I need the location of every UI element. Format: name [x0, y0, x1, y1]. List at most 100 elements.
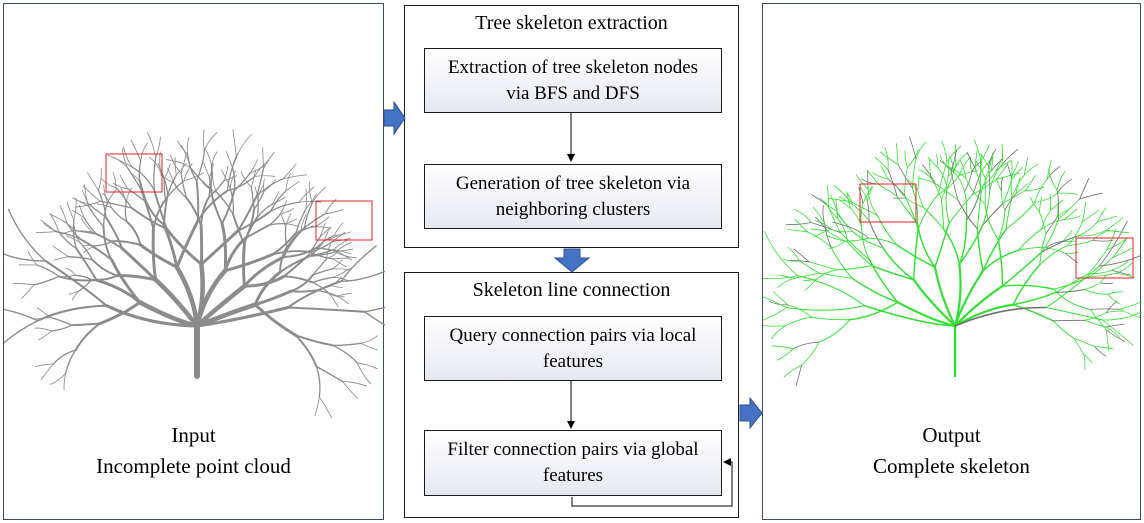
tree-branch	[115, 274, 158, 282]
tree-branch	[1105, 323, 1125, 328]
tree-branch	[333, 239, 348, 250]
extraction-step-nodes: Extraction of tree skeleton nodes via BF…	[424, 48, 722, 113]
tree-branch	[308, 239, 325, 257]
tree-branch	[165, 159, 191, 168]
tree-branch	[884, 147, 889, 171]
tree-branch	[1097, 207, 1107, 223]
tree-branch	[1052, 319, 1086, 322]
tree-branch	[1038, 196, 1042, 213]
tree-branch	[1077, 229, 1107, 237]
tree-branch	[976, 193, 982, 230]
connection-group-title: Skeleton line connection	[472, 279, 671, 301]
tree-branch	[1111, 269, 1132, 276]
tree-branch	[1105, 326, 1120, 338]
tree-branch	[194, 268, 228, 329]
tree-branch	[814, 220, 832, 230]
tree-branch	[305, 188, 307, 210]
tree-branch	[990, 158, 1003, 172]
tree-branch	[287, 306, 366, 313]
tree-branch	[153, 277, 200, 329]
tree-branch	[1083, 353, 1086, 371]
output-title: Output	[922, 423, 981, 447]
tree-branch	[896, 244, 936, 269]
input-title: Input	[171, 423, 216, 447]
tree-branch	[303, 213, 326, 229]
tree-branch	[267, 212, 282, 227]
tree-branch	[905, 197, 924, 208]
tree-branch	[763, 325, 786, 327]
tree-branch	[976, 227, 984, 272]
tree-branch	[971, 161, 982, 173]
tree-branch	[912, 158, 917, 189]
tree-branch	[941, 140, 948, 163]
tree-branch	[83, 217, 98, 235]
tree-branch	[1098, 220, 1128, 267]
tree-branch	[298, 186, 315, 203]
tree-branch	[81, 190, 89, 205]
tree-branch	[120, 187, 127, 203]
tree-branch	[1090, 308, 1120, 310]
tree-branch	[1055, 273, 1089, 293]
tree-branch	[102, 201, 109, 228]
tree-branch	[861, 226, 871, 261]
tree-branch	[897, 164, 913, 189]
tree-branch	[850, 208, 862, 228]
tree-branch	[82, 185, 101, 202]
block-arrow-connection-to-output	[739, 396, 763, 430]
block-arrow-input-to-extraction	[383, 100, 406, 136]
tree-branch	[937, 175, 960, 195]
tree-branch	[942, 228, 961, 265]
tree-branch	[249, 159, 258, 174]
tree-branch	[1045, 217, 1058, 235]
tree-branch	[74, 322, 101, 351]
tree-branch	[1090, 309, 1107, 331]
tree-branch	[112, 171, 117, 189]
tree-branch	[203, 161, 210, 178]
tree-branch	[787, 246, 801, 262]
tree-branch	[793, 341, 820, 350]
tree-branch	[866, 199, 870, 221]
tree-branch	[810, 222, 842, 234]
tree-branch	[189, 166, 212, 190]
tree-branch	[1119, 301, 1142, 310]
tree-branch	[1079, 178, 1090, 200]
tree-branch	[1084, 282, 1102, 290]
tree-branch	[62, 220, 76, 232]
tree-branch	[837, 217, 848, 243]
tree-branch	[848, 226, 870, 239]
tree-branch	[863, 304, 956, 327]
tree-branch	[1111, 260, 1129, 271]
tree-branch	[828, 240, 846, 249]
tree-branch	[965, 178, 986, 205]
tree-branch	[145, 201, 165, 226]
tree-branch	[282, 174, 308, 180]
tree-branch	[927, 157, 939, 169]
tree-branch	[284, 226, 288, 248]
tree-branch	[203, 132, 218, 151]
tree-branch	[872, 172, 889, 180]
tree-branch	[271, 196, 286, 205]
tree-branch	[298, 201, 322, 203]
tree-branch	[223, 165, 229, 182]
tree-branch	[1106, 329, 1126, 342]
tree-branch	[148, 156, 161, 173]
tree-branch	[909, 136, 917, 160]
tree-branch	[308, 251, 334, 260]
tree-branch	[65, 349, 77, 374]
tree-branch	[303, 202, 313, 229]
tree-branch	[980, 160, 982, 189]
tree-branch	[866, 170, 879, 185]
tree-branch	[1003, 190, 1026, 204]
tree-branch	[988, 149, 997, 168]
tree-branch	[844, 237, 870, 242]
tree-branch	[315, 365, 321, 398]
tree-branch	[871, 264, 915, 281]
tree-branch	[40, 363, 54, 381]
tree-branch	[183, 163, 193, 182]
tree-branch	[311, 186, 327, 204]
tree-branch	[1052, 320, 1075, 339]
tree-branch	[243, 216, 259, 246]
tree-branch	[958, 224, 984, 265]
tree-branch	[282, 163, 297, 180]
tree-branch	[836, 210, 854, 232]
